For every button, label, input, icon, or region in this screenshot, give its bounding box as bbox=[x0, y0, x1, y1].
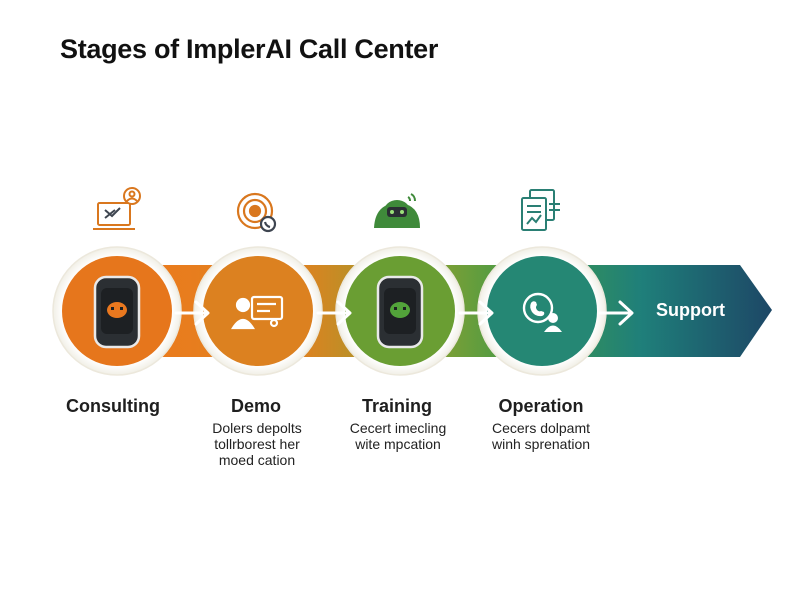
stage-desc-training: Cecert imecling wite mpcation bbox=[349, 420, 447, 452]
document-chart-icon bbox=[521, 189, 560, 231]
laptop-chat-icon bbox=[93, 187, 141, 230]
stage-desc-operation: Cecers dolpamt winh sprenation bbox=[491, 420, 591, 452]
stage-label-consulting: Consulting bbox=[66, 396, 160, 416]
final-stage-label: Support bbox=[656, 300, 725, 320]
presenter-board-icon bbox=[231, 295, 284, 330]
robot-head-icon bbox=[374, 193, 420, 228]
robot-phone-icon bbox=[93, 275, 141, 349]
agent-phone-icon bbox=[522, 292, 562, 332]
arrow-right-icon bbox=[598, 300, 634, 326]
stage-label-operation: Operation bbox=[498, 396, 584, 416]
stage-desc-demo: Dolers depolts tollrborest her moed cati… bbox=[212, 420, 302, 468]
stage-circle-operation bbox=[477, 246, 607, 376]
page-title: Stages of ImplerAI Call Center bbox=[60, 34, 439, 64]
arrow-right-icon bbox=[174, 300, 210, 326]
arrow-right-icon bbox=[316, 300, 352, 326]
arrow-right-icon bbox=[458, 300, 494, 326]
robot-phone-icon bbox=[376, 275, 424, 349]
stage-label-demo: Demo bbox=[230, 396, 281, 416]
stage-label-training: Training bbox=[361, 396, 432, 416]
target-icon bbox=[236, 192, 277, 233]
